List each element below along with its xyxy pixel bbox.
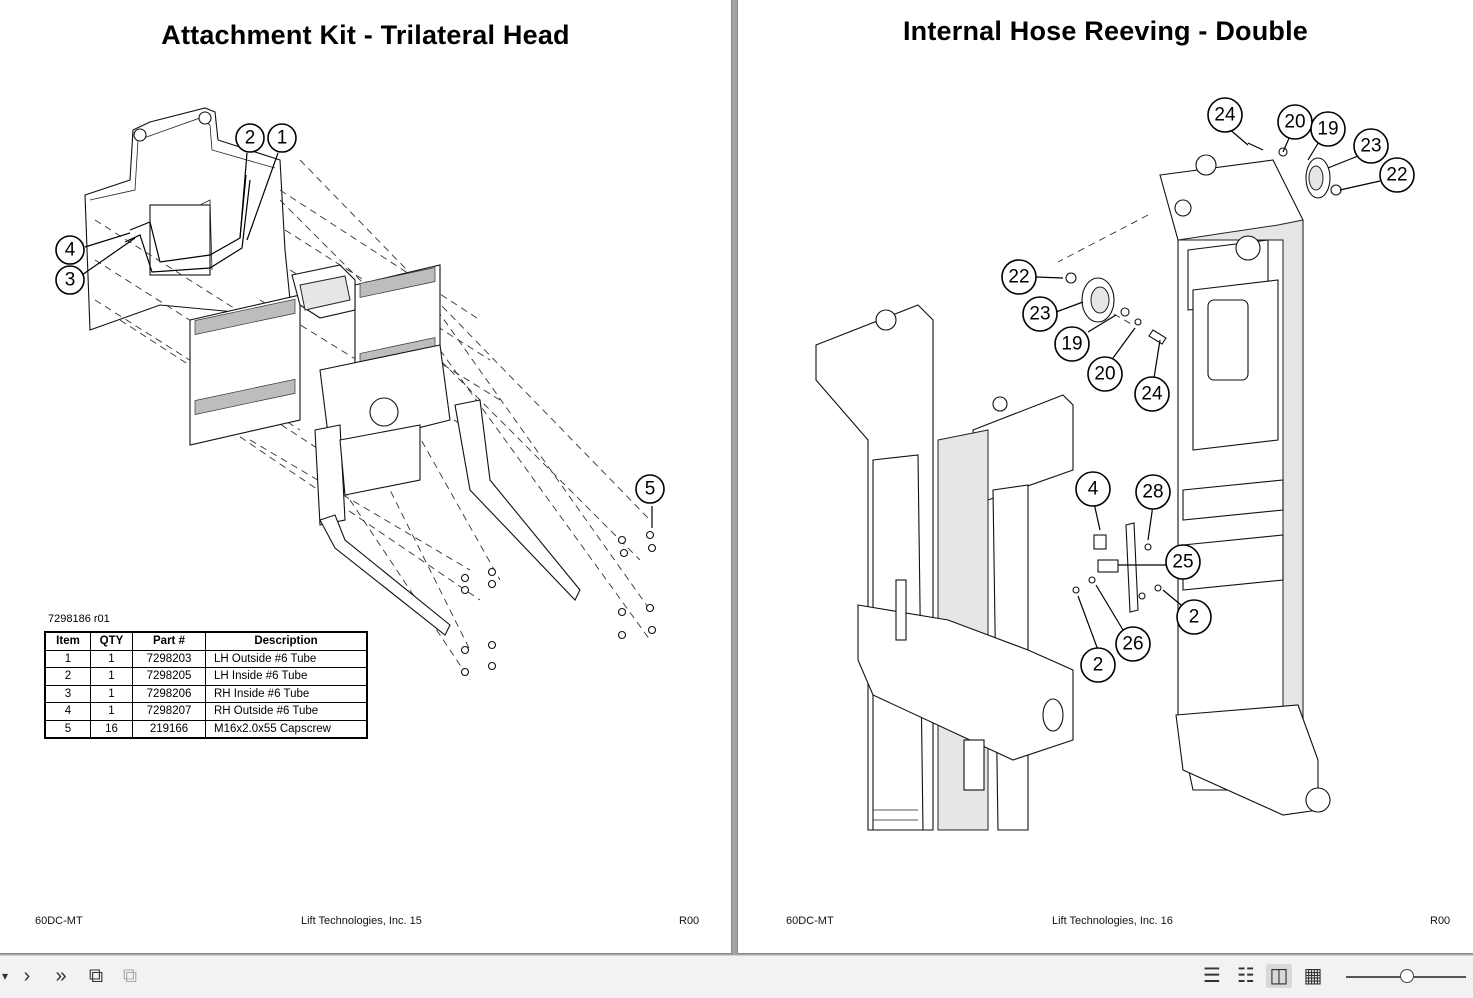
svg-text:2: 2 (1189, 607, 1200, 628)
footer-revision: R00 (679, 915, 700, 927)
svg-text:5: 5 (645, 479, 656, 500)
table-header-row: Item QTY Part # Description (44, 631, 368, 651)
page-16: Internal Hose Reeving - Double (738, 0, 1473, 953)
rotate-page-disabled-icon: ⧉ (122, 965, 138, 987)
next-page-icon[interactable]: › (23, 965, 31, 987)
col-qty: QTY (90, 631, 133, 651)
continuous-view-icon[interactable]: ☷ (1237, 965, 1255, 987)
sheave-lower (1065, 272, 1167, 345)
col-description: Description (205, 631, 368, 651)
trilateral-head (189, 264, 451, 526)
callout-22: 22 (1001, 259, 1037, 295)
callout-23: 23 (1022, 296, 1058, 332)
svg-text:19: 19 (1061, 334, 1082, 355)
callout-24: 24 (1134, 376, 1170, 412)
callout-19: 19 (1310, 111, 1346, 147)
page-title: Internal Hose Reeving - Double (902, 16, 1309, 46)
capscrews (460, 530, 657, 677)
svg-text:1: 1 (277, 128, 288, 149)
drawing-reference: 7298186 r01 (48, 613, 110, 625)
document-viewport[interactable]: Attachment Kit - Trilateral Head (0, 0, 1473, 955)
footer-revision: R00 (1430, 915, 1451, 927)
page-15: Attachment Kit - Trilateral Head (0, 0, 731, 953)
callout-4: 4 (55, 235, 85, 265)
callout-3: 3 (55, 265, 85, 295)
callout-19: 19 (1054, 326, 1090, 362)
col-item: Item (44, 631, 91, 651)
callout-1: 1 (267, 123, 297, 153)
svg-text:26: 26 (1122, 634, 1143, 655)
rotate-page-icon[interactable]: ⧉ (88, 965, 104, 987)
callout-24: 24 (1207, 97, 1243, 133)
zoom-slider-thumb[interactable] (1400, 969, 1414, 983)
outer-mast (1159, 154, 1331, 816)
svg-text:28: 28 (1142, 482, 1163, 503)
two-page-continuous-view-icon[interactable]: ▦ (1303, 965, 1323, 987)
callout-28: 28 (1135, 474, 1171, 510)
callout-22: 22 (1379, 157, 1415, 193)
callout-20: 20 (1087, 356, 1123, 392)
svg-text:24: 24 (1214, 105, 1236, 126)
footer-page: Lift Technologies, Inc. 15 (301, 915, 422, 927)
callout-2: 2 (235, 123, 265, 153)
svg-text:20: 20 (1094, 364, 1115, 385)
sheave-upper (1247, 142, 1342, 199)
attachment-kit-drawing: 2 1 4 3 5 (55, 107, 665, 681)
prev-arrow-icon[interactable]: ▾ (1, 969, 9, 983)
svg-text:2: 2 (245, 128, 256, 149)
viewer-toolbar: ▾ › » ⧉ ⧉ ☰ ☷ ◫ ▦ (0, 955, 1473, 998)
page-title: Attachment Kit - Trilateral Head (161, 20, 570, 50)
forks (319, 399, 581, 636)
hose-reeving-drawing: 24 20 19 23 22 22 23 19 20 24 4 28 25 2 … (815, 97, 1415, 831)
svg-text:23: 23 (1029, 304, 1050, 325)
footer-page: Lift Technologies, Inc. 16 (1052, 915, 1173, 927)
svg-text:22: 22 (1008, 267, 1029, 288)
footer-model: 60DC-MT (35, 915, 83, 927)
svg-text:2: 2 (1093, 655, 1104, 676)
svg-text:4: 4 (1088, 479, 1099, 500)
single-page-view-icon[interactable]: ☰ (1203, 965, 1221, 987)
svg-text:23: 23 (1360, 136, 1381, 157)
two-page-view-icon[interactable]: ◫ (1266, 964, 1292, 988)
inner-mast (815, 304, 1074, 831)
svg-text:20: 20 (1284, 112, 1305, 133)
callout-4: 4 (1075, 471, 1111, 507)
svg-text:24: 24 (1141, 384, 1163, 405)
callout-2: 2 (1080, 647, 1116, 683)
svg-text:25: 25 (1172, 552, 1193, 573)
svg-text:22: 22 (1386, 165, 1407, 186)
svg-text:3: 3 (65, 270, 76, 291)
callout-26: 26 (1115, 626, 1151, 662)
callout-2: 2 (1176, 599, 1212, 635)
callout-20: 20 (1277, 104, 1313, 140)
footer-model: 60DC-MT (786, 915, 834, 927)
col-part-number: Part # (132, 631, 206, 651)
callout-5: 5 (635, 474, 665, 504)
svg-text:4: 4 (65, 240, 76, 261)
svg-text:19: 19 (1317, 119, 1338, 140)
last-page-icon[interactable]: » (55, 965, 67, 987)
callout-25: 25 (1165, 544, 1201, 580)
hose-clamp-bracket (1072, 522, 1162, 613)
callout-23: 23 (1353, 128, 1389, 164)
